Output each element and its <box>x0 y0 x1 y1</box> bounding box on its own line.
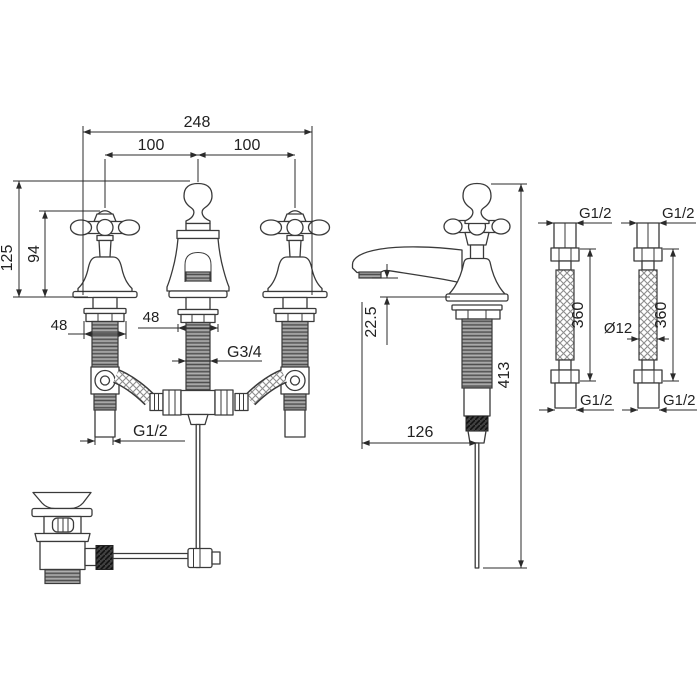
dim-pitch-right: 100 <box>234 137 261 154</box>
right-valve <box>259 210 331 438</box>
hose-right-thread-top: G1/2 <box>662 205 695 222</box>
dimension-lines: 248 100 100 125 94 48 48 G3/4 <box>0 114 697 569</box>
label-tail-thread: G1/2 <box>133 423 168 440</box>
waste-plug <box>32 491 92 510</box>
hose-left-length: 360 <box>570 302 587 329</box>
pop-up-waste <box>31 491 221 585</box>
center-threaded-tail <box>185 321 211 391</box>
dim-overall-height: 413 <box>496 362 513 389</box>
label-center-thread: G3/4 <box>227 344 262 361</box>
dim-spout-clearance: 22.5 <box>363 306 380 337</box>
threaded-tail-side <box>461 318 493 389</box>
pop-up-rod <box>195 423 201 569</box>
dim-nut-left: 48 <box>51 317 68 334</box>
waste-knurled-nut <box>95 545 114 570</box>
porcelain-knob-side <box>462 182 492 225</box>
hose-diameter: Ø12 <box>604 320 632 337</box>
dim-spout-reach: 126 <box>407 424 434 441</box>
center-spout-front <box>166 182 230 391</box>
waste-lever-rod <box>112 552 189 560</box>
side-view <box>351 182 511 569</box>
front-view <box>31 182 331 585</box>
valve-body-side <box>448 257 506 298</box>
dim-nut-center: 48 <box>143 309 160 326</box>
dim-overall-width: 248 <box>184 114 211 131</box>
hose-left-thread-top: G1/2 <box>579 205 612 222</box>
t-connector <box>149 389 249 569</box>
flexible-hose-right <box>633 222 663 409</box>
spout-mouth-arch <box>184 251 212 282</box>
pop-up-rod-side <box>474 442 480 569</box>
spout-aerator <box>185 271 211 282</box>
flexible-hose-left <box>550 222 580 409</box>
porcelain-knob <box>183 182 213 225</box>
dim-pitch-left: 100 <box>138 137 165 154</box>
dim-height-overall: 125 <box>0 245 16 272</box>
hose-left-thread-bottom: G1/2 <box>580 392 613 409</box>
hose-right-thread-bottom: G1/2 <box>663 392 696 409</box>
dim-height-handle: 94 <box>26 245 43 263</box>
hose-right-length: 360 <box>653 302 670 329</box>
spout-side <box>351 246 463 284</box>
left-valve <box>69 210 141 438</box>
spout-body <box>166 237 230 292</box>
